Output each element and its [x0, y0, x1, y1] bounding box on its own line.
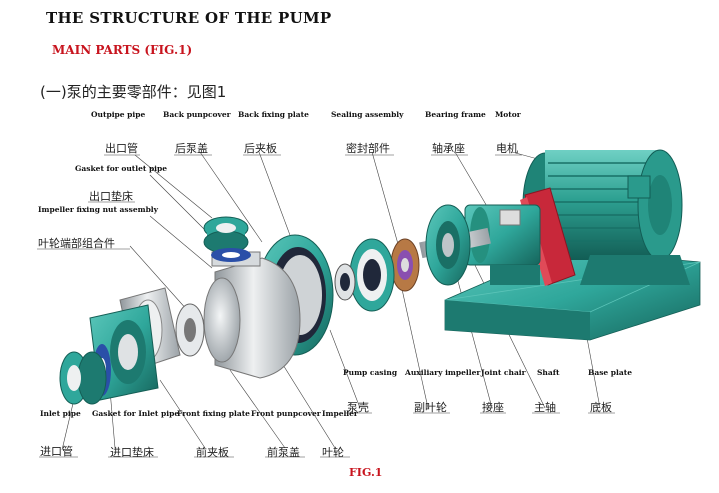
label-pump-casing: Pump casing — [343, 368, 398, 377]
cn-label-inlet-gasket: 进口垫床 — [110, 446, 154, 459]
label-base-plate: Base plate — [588, 368, 632, 377]
cn-label-back-cover: 后泵盖 — [175, 142, 208, 155]
auxiliary-impeller — [390, 238, 420, 292]
label-underlines — [37, 154, 615, 458]
label-front-fixing-plate: Front fixing plate — [177, 409, 250, 418]
page-title: THE STRUCTURE OF THE PUMP — [46, 9, 332, 27]
cn-label-inlet-pipe: 进口管 — [40, 445, 73, 458]
label-gasket-inlet: Gasket for Inlet pipe — [92, 409, 180, 418]
label-shaft: Shaft — [537, 368, 560, 377]
cn-label-seal: 密封部件 — [346, 142, 390, 155]
label-inlet-pipe: Inlet pipe — [40, 409, 81, 418]
impeller — [175, 303, 205, 357]
cn-label-outlet-gasket: 出口垫床 — [89, 190, 133, 203]
label-sealing-assembly: Sealing assembly — [331, 110, 404, 119]
figure-caption: FIG.1 — [349, 466, 383, 479]
cn-label-aux-impeller: 副叶轮 — [414, 401, 447, 414]
cn-label-outlet-pipe: 出口管 — [105, 142, 138, 155]
label-back-punpcover: Back punpcover — [163, 110, 231, 119]
label-aux-impeller: Auxiliary impeller — [405, 368, 481, 377]
label-bearing-frame: Bearing frame — [425, 110, 486, 119]
cn-label-bearing: 轴承座 — [432, 142, 465, 155]
chinese-heading: (一)泵的主要零部件：见图1 — [40, 83, 227, 101]
joint-chair — [425, 204, 471, 286]
cn-label-impeller: 叶轮 — [322, 446, 344, 459]
cn-label-casing: 泵壳 — [347, 401, 369, 414]
cn-label-joint: 接座 — [482, 401, 504, 414]
cn-label-front-plate: 前夹板 — [196, 446, 229, 459]
label-front-punpcover: Front punpcover — [251, 409, 321, 418]
cn-label-front-cover: 前泵盖 — [267, 446, 300, 459]
outlet-gasket — [211, 248, 251, 262]
label-outpipe-pipe: Outpipe pipe — [91, 110, 146, 119]
small-seal-ring — [334, 263, 356, 301]
cn-label-shaft: 主轴 — [534, 401, 556, 414]
label-impeller: Impeller — [322, 409, 358, 418]
cn-label-impeller-end: 叶轮端部组合件 — [38, 237, 115, 250]
label-impeller-nut: Impeller fixing nut assembly — [38, 205, 159, 214]
inlet-pipe — [59, 351, 107, 405]
cn-label-base: 底板 — [590, 401, 612, 414]
outlet-pipe — [203, 216, 249, 254]
label-gasket-outlet: Gasket for outlet pipe — [75, 164, 168, 173]
label-joint-chair: Joint chair — [481, 368, 526, 377]
sealing-ring — [349, 238, 395, 312]
cn-label-back-plate: 后夹板 — [244, 142, 277, 155]
cn-label-motor: 电机 — [496, 142, 518, 155]
page-subtitle: MAIN PARTS (FIG.1) — [52, 43, 193, 57]
label-back-fixing-plate: Back fixing plate — [238, 110, 309, 119]
label-motor: Motor — [495, 110, 521, 119]
